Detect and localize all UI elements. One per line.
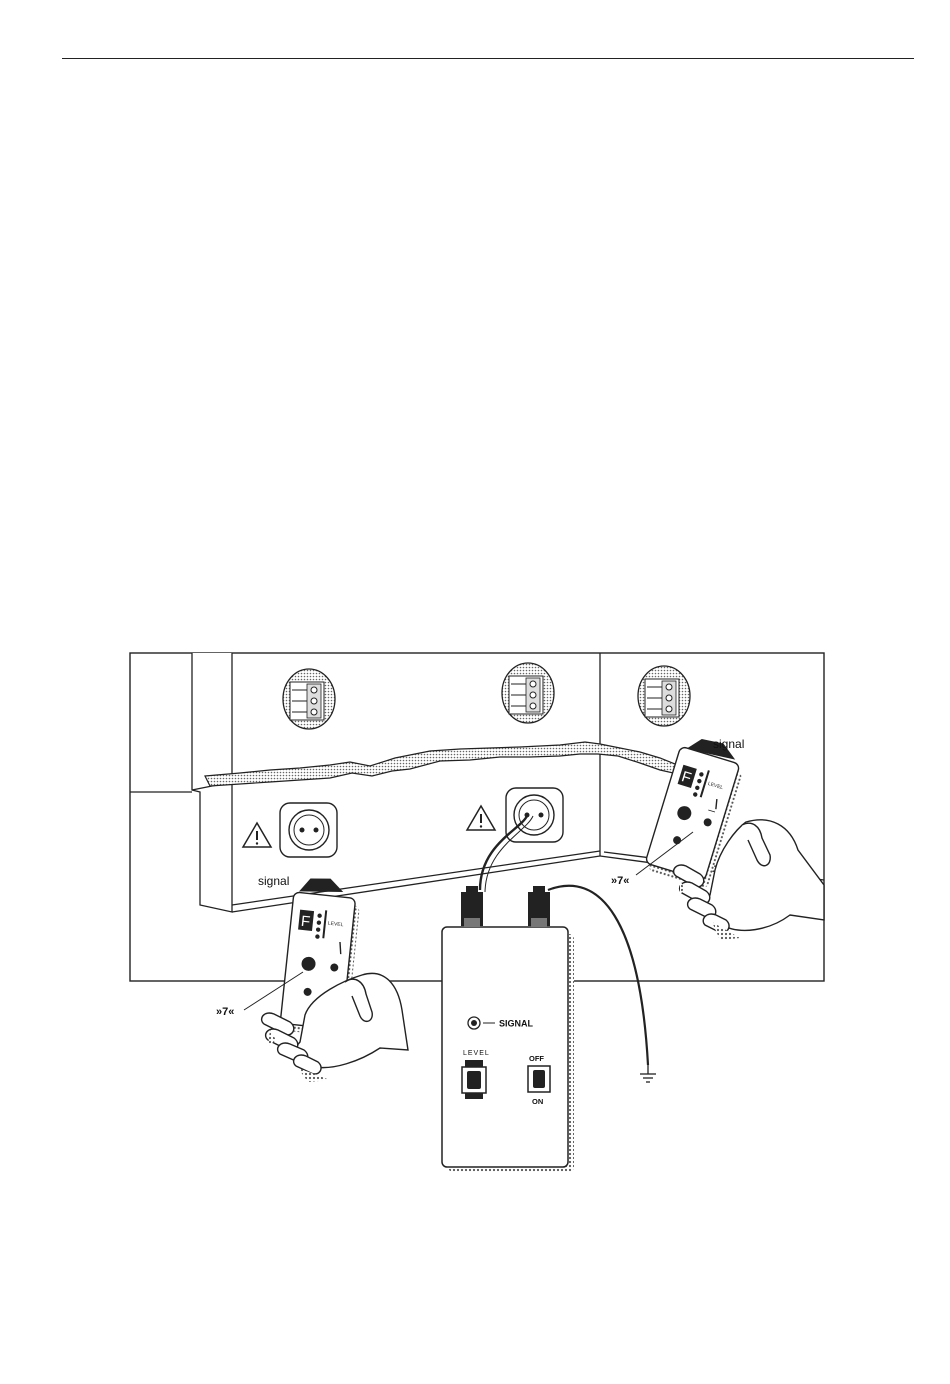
junction-box-middle [502, 663, 554, 723]
callout-7-right: »7« [611, 875, 629, 887]
transmitter-unit [442, 886, 574, 1172]
transmitter-on-label: ON [532, 1097, 543, 1106]
callout-7-left: »7« [216, 1006, 234, 1018]
transmitter-signal-label: SIGNAL [499, 1019, 534, 1029]
ground-icon [640, 1065, 656, 1082]
label-signal-right: signal [713, 737, 744, 751]
socket-left [280, 803, 337, 857]
transmitter-level-label: LEVEL [463, 1050, 490, 1057]
receiver-left-display: F [300, 913, 311, 931]
label-signal-left: signal [258, 874, 289, 888]
power-switch[interactable] [528, 1066, 550, 1092]
junction-box-right [638, 666, 690, 726]
level-switch[interactable] [462, 1060, 486, 1099]
transmitter-off-label: OFF [529, 1054, 544, 1063]
junction-box-left [283, 669, 335, 729]
socket-middle [506, 788, 563, 842]
